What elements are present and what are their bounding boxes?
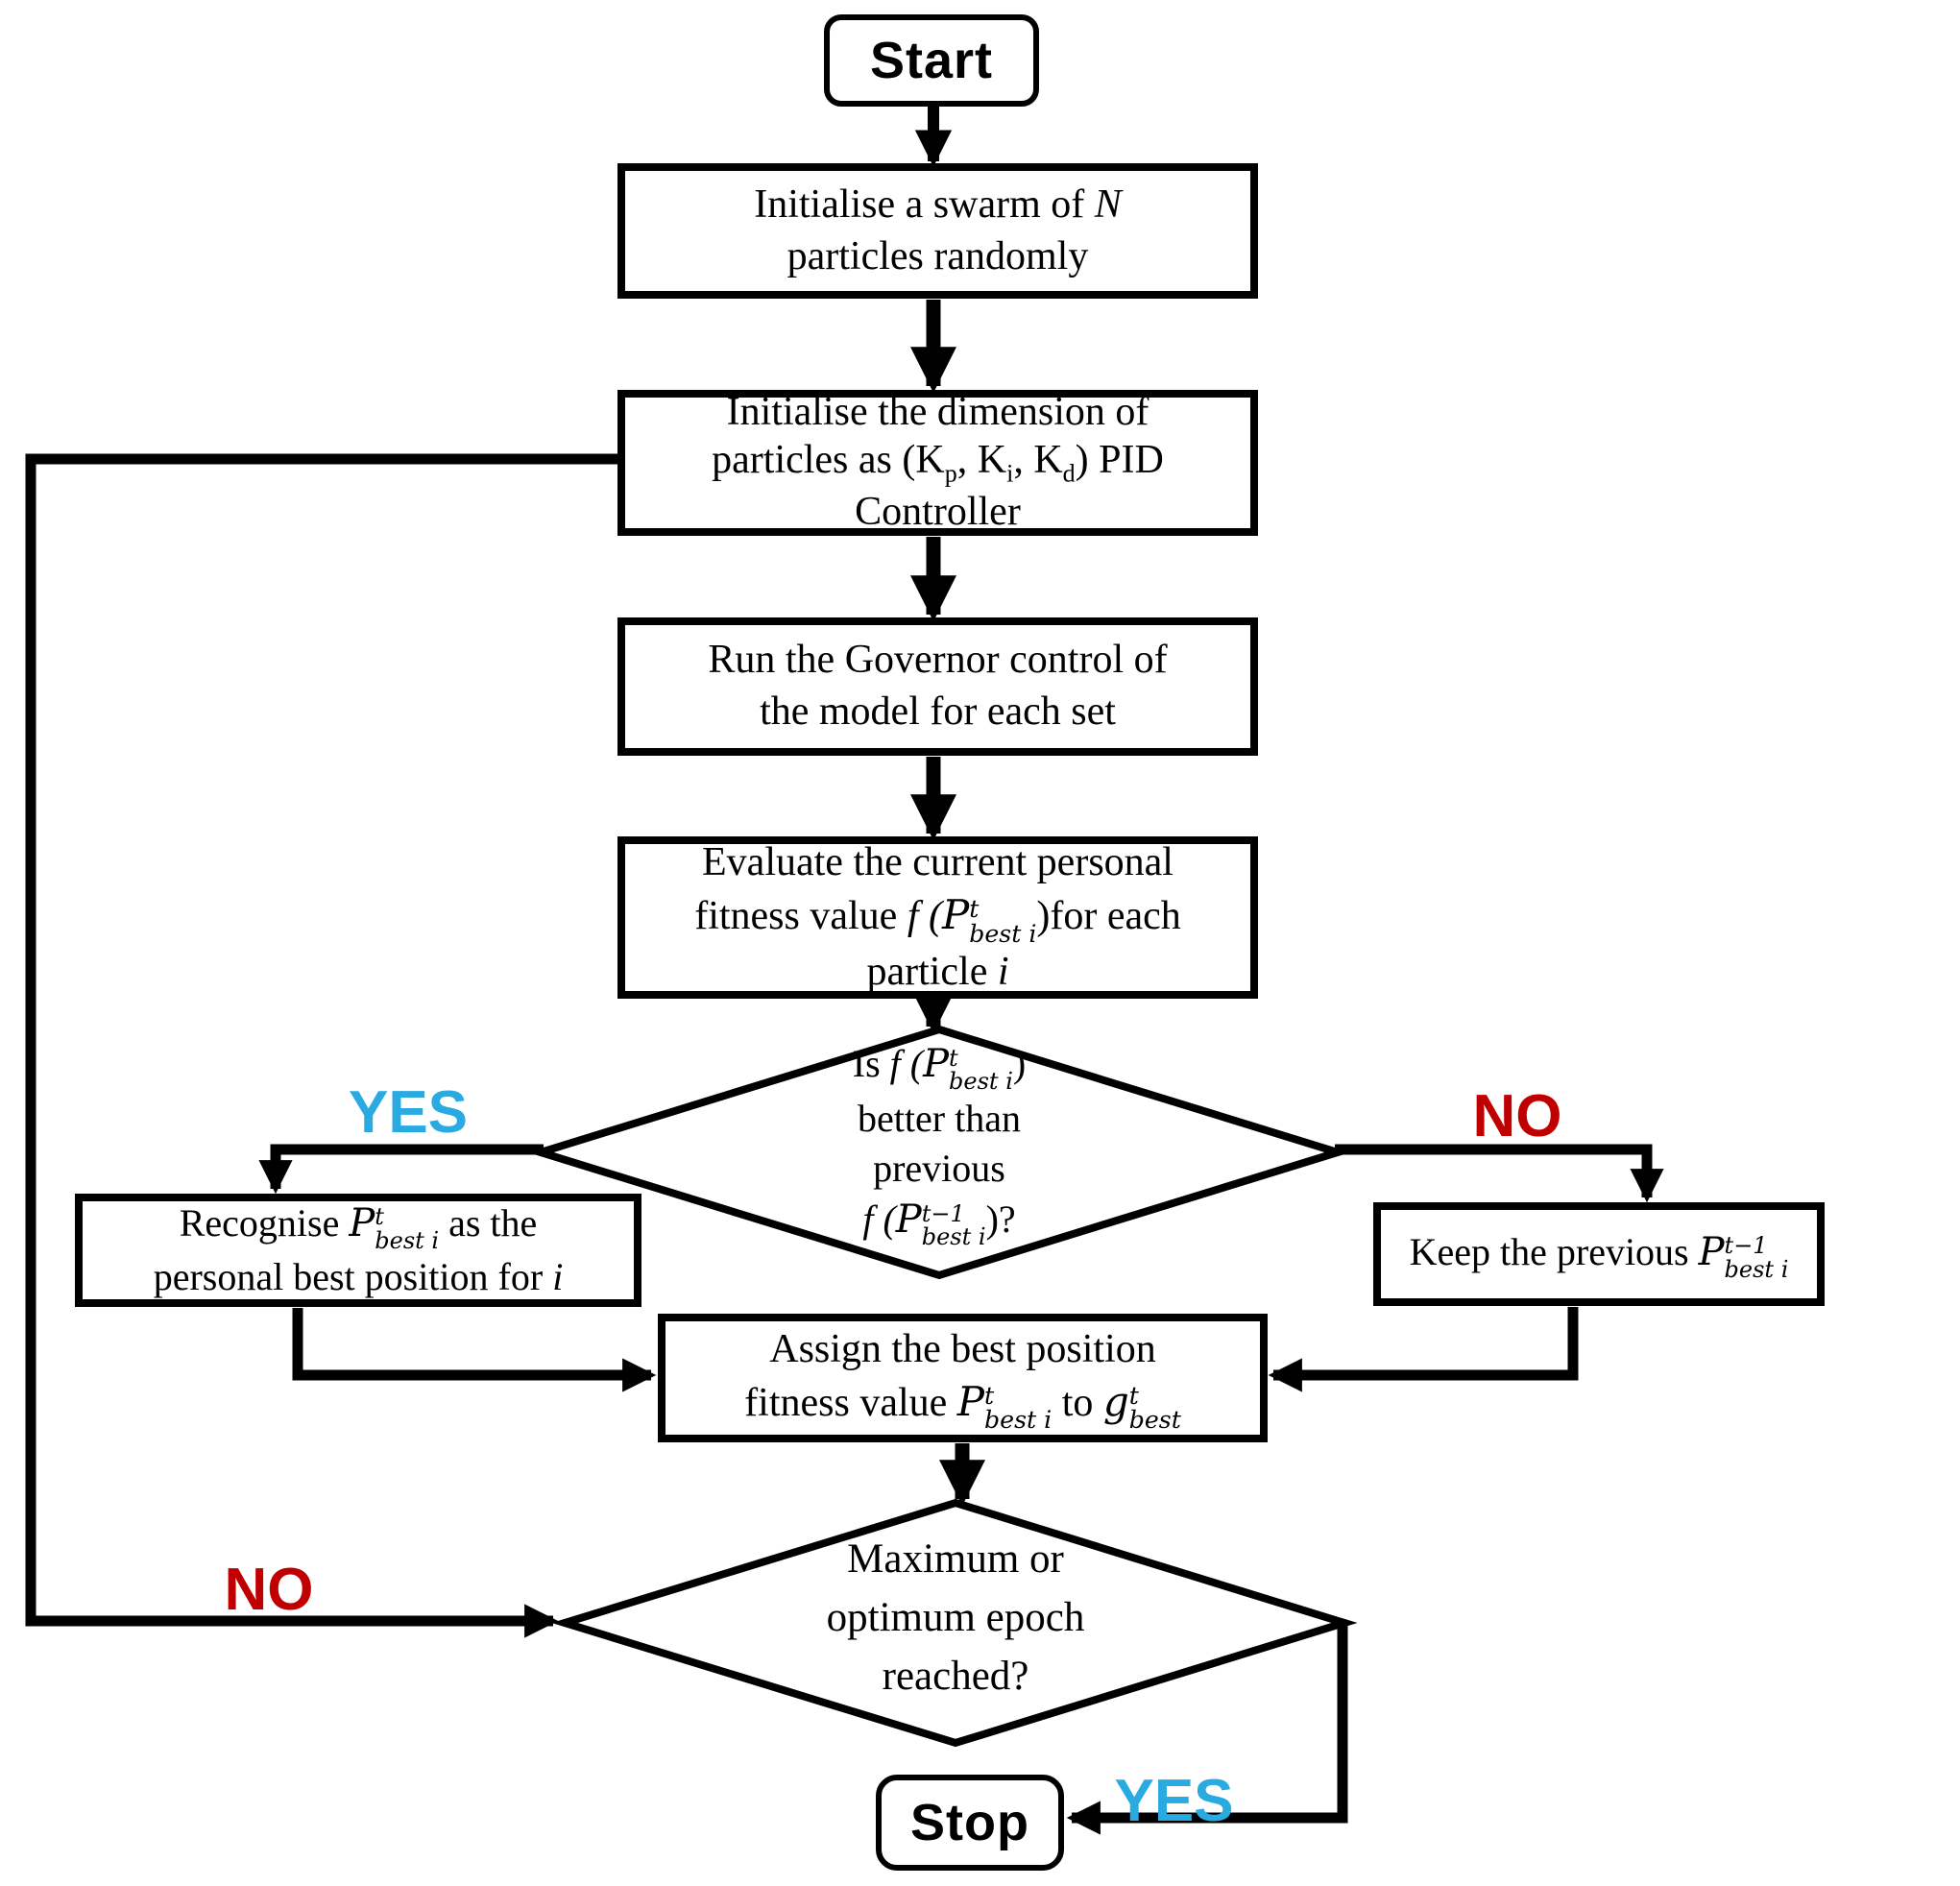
stop-label: Stop <box>910 1794 1029 1851</box>
branch-label-yes-bottom: YES <box>1114 1768 1234 1834</box>
branch-label-no-bottom: NO <box>224 1557 314 1623</box>
branch-label-no-top: NO <box>1472 1083 1562 1149</box>
start-label: Start <box>869 32 994 89</box>
edge-decision2-yes-to-stop <box>1066 1625 1348 1835</box>
edge-decision1-yes-to-recognise <box>258 1144 544 1195</box>
decision-diamond-epoch-reached <box>551 1498 1358 1748</box>
branch-label-yes-top: YES <box>348 1079 469 1146</box>
edge-recognise-to-assign <box>292 1308 657 1392</box>
node-stop: Stop <box>876 1775 1064 1871</box>
edge-decision1-no-to-keep <box>1335 1144 1664 1203</box>
decision-diamond-fitness-better <box>527 1025 1351 1280</box>
node-start: Start <box>824 14 1039 107</box>
edge-keep-to-assign <box>1268 1307 1579 1392</box>
edge-feedback-loop-no <box>25 453 617 1638</box>
